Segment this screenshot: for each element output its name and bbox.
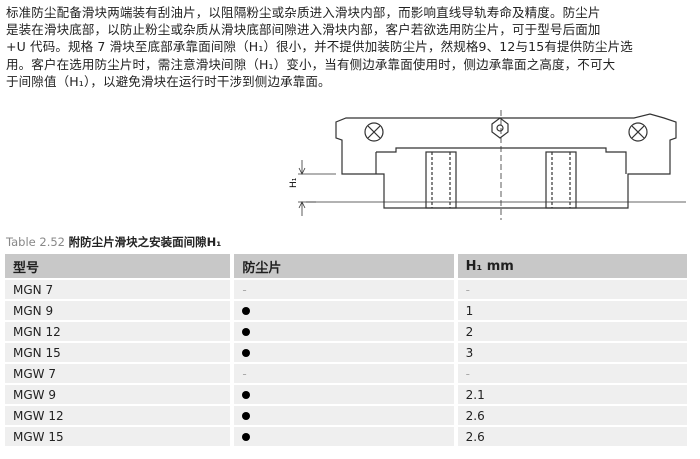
slider-cross-section-drawing: H₁	[289, 110, 686, 220]
caption-title: 附防尘片滑块之安装面间隙H₁	[68, 235, 222, 249]
intro-paragraph: 标准防尘配备滑块两端装有刮油片，以阻隔粉尘或杂质进入滑块内部，而影响直线导轨寿命…	[6, 4, 696, 90]
cell-h1: 3	[457, 343, 687, 362]
filled-dot-icon	[242, 432, 251, 441]
table-row: MGN 7--	[5, 280, 687, 299]
cell-h1: -	[457, 364, 687, 383]
cell-h1: 1	[457, 301, 687, 320]
header-dust-plate: 防尘片	[234, 254, 454, 278]
filled-dot-icon	[242, 348, 251, 357]
cell-dust-plate: -	[234, 364, 454, 383]
cell-dust-plate	[234, 385, 454, 404]
cell-dust-plate	[234, 406, 454, 425]
filled-dot-icon	[242, 327, 251, 336]
table-row: MGN 9 1	[5, 301, 687, 320]
header-h1: H₁ mm	[457, 254, 687, 278]
header-model: 型号	[5, 254, 231, 278]
filled-dot-icon	[242, 306, 251, 315]
cell-h1: 2.6	[457, 427, 687, 446]
table-row: MGW 7--	[5, 364, 687, 383]
cell-h1: 2	[457, 322, 687, 341]
cell-model: MGN 7	[5, 280, 231, 299]
cell-dust-plate: -	[234, 280, 454, 299]
cell-model: MGW 15	[5, 427, 231, 446]
cell-model: MGW 9	[5, 385, 231, 404]
table-header-row: 型号 防尘片 H₁ mm	[5, 254, 687, 278]
cell-dust-plate	[234, 322, 454, 341]
paragraph-line: 用。客户在选用防尘片时，需注意滑块间隙（H₁）变小，当有侧边承靠面使用时，侧边承…	[6, 56, 616, 72]
cell-dust-plate	[234, 301, 454, 320]
table-row: MGW 15 2.6	[5, 427, 687, 446]
cell-model: MGW 12	[5, 406, 231, 425]
table-row: MGW 9 2.1	[5, 385, 687, 404]
paragraph-line: 标准防尘配备滑块两端装有刮油片，以阻隔粉尘或杂质进入滑块内部，而影响直线导轨寿命…	[6, 5, 601, 20]
paragraph-line: +U 代码。规格 7 滑块至底部承靠面间隙（H₁）很小，并不提供加装防尘片，然规…	[6, 39, 633, 55]
table-row: MGN 12 2	[5, 322, 687, 341]
table-row: MGN 15 3	[5, 343, 687, 362]
caption-number: Table 2.52	[6, 235, 65, 249]
cell-dust-plate	[234, 427, 454, 446]
cell-h1: -	[457, 280, 687, 299]
cell-model: MGN 12	[5, 322, 231, 341]
cell-h1: 2.1	[457, 385, 687, 404]
table-row: MGW 12 2.6	[5, 406, 687, 425]
cell-model: MGN 9	[5, 301, 231, 320]
paragraph-line: 是装在滑块底部，以防止粉尘或杂质从滑块底部间隙进入滑块内部，客户若欲选用防尘片，…	[6, 22, 601, 38]
cell-model: MGW 7	[5, 364, 231, 383]
paragraph-line: 于间隙值（H₁），以避免滑块在运行时干涉到侧边承靠面。	[6, 73, 331, 89]
cell-model: MGN 15	[5, 343, 231, 362]
cell-dust-plate	[234, 343, 454, 362]
dimension-label: H₁	[289, 177, 299, 188]
filled-dot-icon	[242, 390, 251, 399]
table-caption: Table 2.52 附防尘片滑块之安装面间隙H₁	[6, 234, 221, 250]
cell-h1: 2.6	[457, 406, 687, 425]
filled-dot-icon	[242, 411, 251, 420]
